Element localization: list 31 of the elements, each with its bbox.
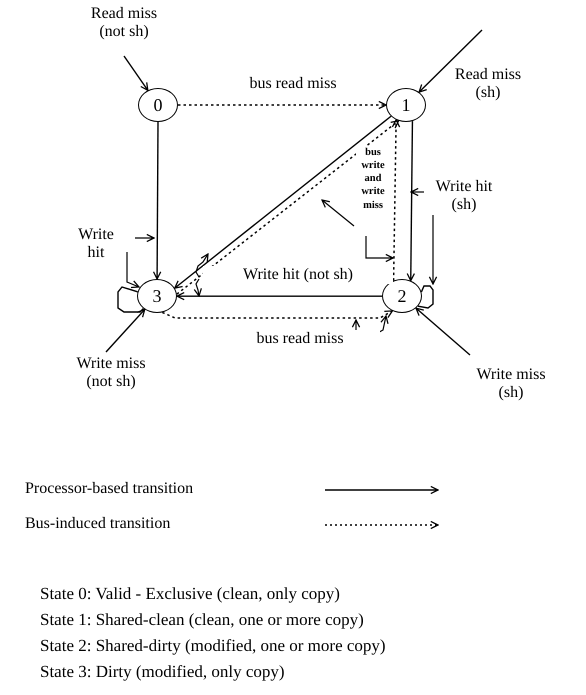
edge-label: Write hit (not sh) xyxy=(203,266,393,284)
state-description: State 1: Shared-clean (clean, one or more copy) xyxy=(40,610,364,630)
state-number: 2 xyxy=(398,286,406,306)
state-description: State 0: Valid - Exclusive (clean, only copy) xyxy=(40,584,340,604)
state-description: State 2: Shared-dirty (modified, one or more copy) xyxy=(40,636,386,656)
state-circle xyxy=(138,88,178,122)
arrow xyxy=(418,30,482,93)
self-loop xyxy=(117,286,144,313)
state-number: 1 xyxy=(402,94,410,116)
arrow xyxy=(415,308,470,356)
state-circle xyxy=(382,279,422,313)
self-loop xyxy=(418,285,434,309)
transition-arrow xyxy=(152,122,162,280)
transition-label: Write miss (not sh) xyxy=(75,355,147,392)
transition-arrow xyxy=(176,292,382,300)
arrow xyxy=(105,308,146,352)
transition-label: Read miss (not sh) xyxy=(90,5,158,42)
state-circle xyxy=(137,279,177,313)
state-description: State 3: Dirty (modified, only copy) xyxy=(40,662,285,682)
legend-text: Processor-based transition xyxy=(25,480,194,498)
transition-label: Read miss (sh) xyxy=(454,66,522,103)
state-number: 0 xyxy=(154,94,162,116)
transition-arrow xyxy=(162,310,393,319)
transition-arrow xyxy=(392,119,400,281)
state-circle xyxy=(386,88,426,122)
state-number: 3 xyxy=(152,286,162,306)
transition-label: Write miss (sh) xyxy=(475,366,547,403)
transition-arrow xyxy=(406,121,416,282)
transition-arrow xyxy=(178,100,387,110)
legend-text: Bus-induced transition xyxy=(25,515,170,533)
arrow xyxy=(123,56,148,91)
